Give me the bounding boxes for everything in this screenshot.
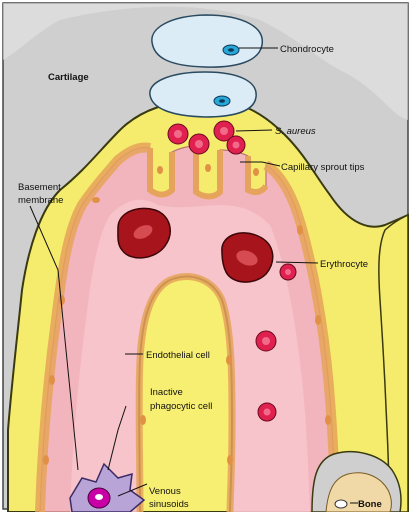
label-endothelial-cell: Endothelial cell [146, 350, 210, 361]
label-venous-1: Venous [149, 486, 181, 497]
label-inactive-phagocytic-2: phagocytic cell [150, 401, 212, 412]
label-chondrocyte: Chondrocyte [280, 44, 334, 55]
label-venous-2: sinusoids [149, 499, 189, 510]
label-capillary-sprout-tips: Capillary sprout tips [281, 162, 365, 173]
label-basement-membrane-2: membrane [18, 195, 63, 206]
label-cartilage: Cartilage [48, 72, 89, 83]
label-basement-membrane-1: Basement [18, 182, 61, 193]
chondrocyte-top [152, 15, 262, 67]
label-inactive-phagocytic-1: Inactive [150, 387, 183, 398]
bone-cell-nucleus [335, 500, 347, 508]
label-bone: Bone [358, 499, 382, 510]
chondrocyte-bottom [150, 72, 256, 117]
erythrocyte-right [222, 233, 273, 282]
label-erythrocyte: Erythrocyte [320, 259, 368, 270]
label-s-aureus: S. aureus [275, 126, 316, 137]
